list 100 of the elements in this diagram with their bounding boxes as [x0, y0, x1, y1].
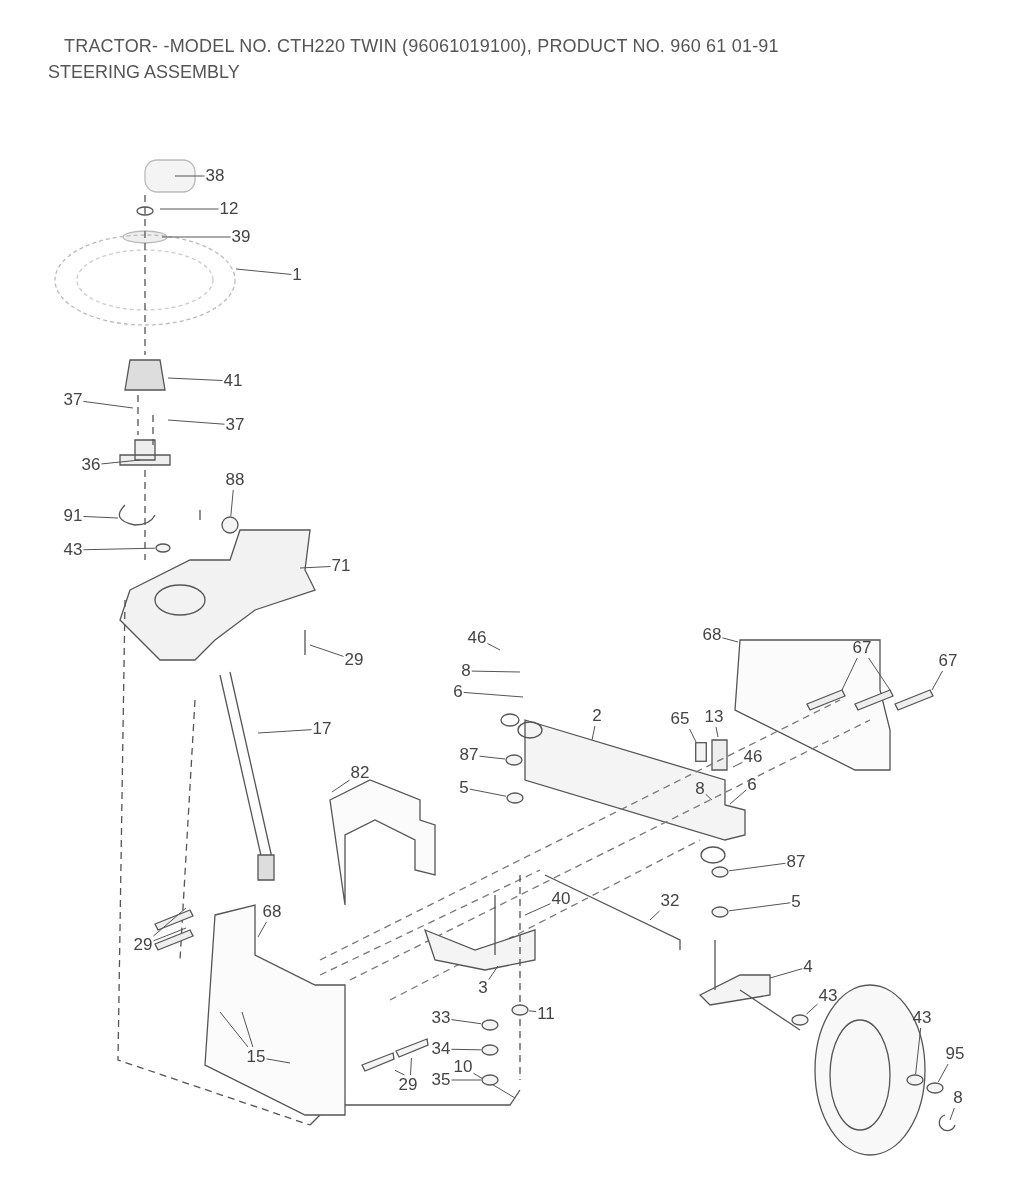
leader-line [728, 862, 787, 872]
leader-line [715, 726, 719, 738]
callout-number: 40 [551, 890, 571, 908]
callout-number: 68 [262, 903, 282, 921]
leader-line [167, 419, 226, 425]
callout-number: 46 [467, 629, 487, 647]
callout-number: 35 [431, 1071, 451, 1089]
leader-line [161, 236, 232, 238]
leader-line [82, 400, 134, 409]
callout-number: 5 [459, 779, 469, 797]
callout-number: 65 [670, 710, 690, 728]
callout-number: 6 [747, 776, 757, 794]
callout-number: 95 [945, 1045, 965, 1063]
leader-line [478, 755, 506, 760]
callout-number: 12 [219, 200, 239, 218]
callout-number: 36 [81, 456, 101, 474]
leader-line [949, 1107, 955, 1121]
leader-line [167, 377, 224, 381]
leader-line [488, 965, 499, 981]
callout-number: 29 [398, 1076, 418, 1094]
leader-line [82, 547, 156, 551]
leader-line [82, 515, 119, 519]
callout-number: 15 [246, 1048, 266, 1066]
leader-line [235, 268, 292, 275]
callout-number: 43 [818, 987, 838, 1005]
callout-number: 34 [431, 1040, 451, 1058]
washer-icon [926, 1082, 944, 1094]
pin-icon [695, 742, 707, 762]
leader-line [868, 657, 891, 691]
diagram-title: TRACTOR- -MODEL NO. CTH220 TWIN (96061019100), PRODUCT NO. 960 61 01-91 [64, 36, 779, 57]
leader-line [469, 788, 507, 797]
callout-number: 4 [803, 958, 813, 976]
callout-number: 6 [453, 683, 463, 701]
washer-icon [505, 754, 523, 766]
callout-number: 46 [743, 748, 763, 766]
washer-icon [506, 792, 524, 804]
washer-icon [906, 1074, 924, 1086]
callout-number: 1 [292, 266, 302, 284]
leader-line [721, 637, 739, 643]
nut-icon [481, 1074, 499, 1086]
leader-line [472, 1072, 516, 1099]
leader-line [450, 1048, 482, 1051]
leader-line [450, 1019, 482, 1025]
leader-line [591, 725, 596, 741]
callout-number: 29 [133, 936, 153, 954]
washer-icon [481, 1044, 499, 1056]
callout-number: 8 [695, 780, 705, 798]
callout-number: 67 [938, 652, 958, 670]
callout-number: 32 [660, 892, 680, 910]
callout-number: 71 [331, 557, 351, 575]
knob-icon [221, 516, 239, 534]
washer-icon [481, 1019, 499, 1031]
leader-line [410, 1057, 412, 1076]
callout-number: 8 [461, 662, 471, 680]
leader-line [524, 903, 552, 916]
bolt-icon [395, 1038, 429, 1058]
callout-number: 68 [702, 626, 722, 644]
callout-number: 87 [459, 746, 479, 764]
callout-number: 8 [953, 1089, 963, 1107]
leader-line [394, 1069, 405, 1076]
callout-number: 11 [537, 1005, 555, 1023]
leader-line [486, 642, 501, 651]
leader-line [309, 644, 345, 657]
leader-line [937, 1063, 949, 1083]
washer-icon [511, 1004, 529, 1016]
washer-icon [791, 1014, 809, 1026]
callout-number: 41 [223, 372, 243, 390]
leader-line [265, 1058, 291, 1064]
leader-line [689, 728, 697, 743]
callout-number: 88 [225, 471, 245, 489]
washer-icon [711, 906, 729, 918]
callout-number: 10 [453, 1058, 473, 1076]
callout-number: 13 [704, 708, 724, 726]
callout-number: 33 [431, 1009, 451, 1027]
leader-line [257, 729, 313, 734]
callout-number: 43 [912, 1009, 932, 1027]
leader-line [471, 670, 521, 673]
callout-number: 67 [852, 639, 872, 657]
leader-line [152, 927, 187, 942]
callout-number: 87 [786, 853, 806, 871]
leader-line [299, 566, 332, 569]
callout-number: 17 [312, 720, 332, 738]
callout-number: 91 [63, 507, 83, 525]
leader-line [931, 670, 943, 691]
leader-line [649, 910, 661, 921]
bolt-icon [361, 1052, 395, 1072]
callout-number: 43 [63, 541, 83, 559]
leader-line [806, 1003, 819, 1015]
leader-line [732, 761, 744, 768]
leader-line [450, 1079, 482, 1081]
leader-line [729, 789, 747, 805]
callout-number: 39 [231, 228, 251, 246]
washer-icon [711, 866, 729, 878]
leader-line [331, 779, 351, 793]
callout-number: 37 [63, 391, 83, 409]
leader-line [528, 1010, 537, 1013]
leader-line [159, 208, 220, 210]
leader-line [152, 907, 187, 937]
leader-line [174, 175, 206, 177]
leader-line [705, 793, 713, 801]
